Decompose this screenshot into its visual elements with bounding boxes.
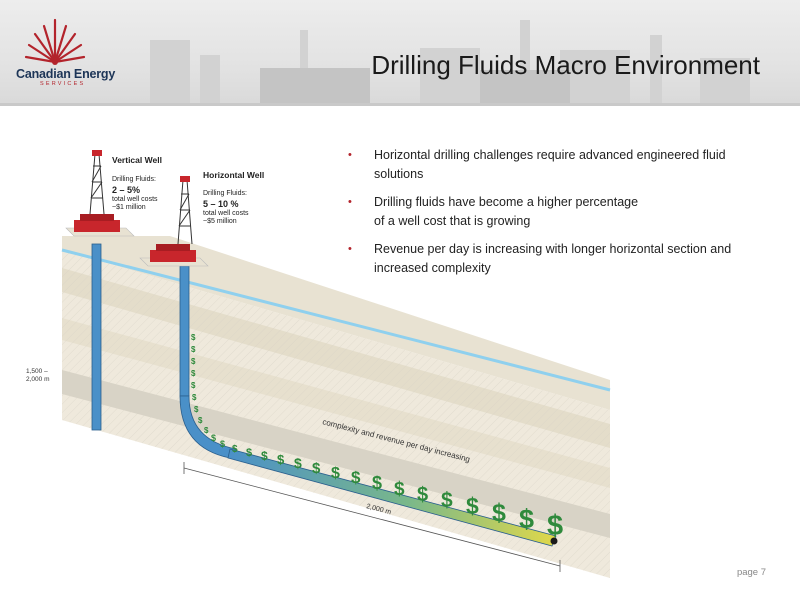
horizontal-well-vertical-pipe [179,265,190,397]
dollar-sign: $ [492,499,506,527]
refinery-skyline-background [150,20,750,103]
dollar-sign: $ [246,447,252,459]
dollar-sign: $ [519,504,534,534]
dollar-sign: $ [191,345,196,354]
horizontal-well-fluids-label: Drilling Fluids: [203,190,247,197]
dollar-sign: $ [417,484,428,506]
bullet-item: • Revenue per day is increasing with lon… [344,240,764,278]
dollar-sign: $ [261,449,268,463]
dollar-sign: $ [277,452,285,467]
bullet-text-line: solutions [374,167,424,181]
dollar-sign: $ [372,473,382,493]
dollar-sign: $ [312,460,321,477]
bullet-item: • Drilling fluids have become a higher p… [344,193,764,231]
bullet-item: • Horizontal drilling challenges require… [344,146,764,184]
company-subtitle: SERVICES [40,81,86,87]
bullet-text-line: Horizontal drilling challenges require a… [374,148,726,162]
horizontal-well-heading: Horizontal Well [203,170,265,180]
dollar-sign: $ [191,369,196,378]
vertical-well-fluids-pct: 2 – 5% [112,185,141,195]
depth-label-line-1: 1,500 – [26,368,48,375]
dollar-sign: $ [211,433,216,443]
horizontal-well-fluids-pct: 5 – 10 % [203,199,239,209]
dollar-sign: $ [192,393,197,402]
dollar-sign: $ [194,405,199,414]
well-diagram: $ $ $ $ $ $ $ $ $ $ $ $ $ $ $ $ $ $ $ $ … [0,118,620,578]
dollar-sign: $ [331,465,340,482]
vertical-drilling-rig [65,150,135,237]
dollar-sign: $ [191,381,196,390]
lateral-end-cap [550,537,558,545]
bullet-text-line: Revenue per day is increasing with longe… [374,242,732,256]
bullet-text-line: Drilling fluids have become a higher per… [374,195,639,209]
dollar-sign: $ [232,444,238,455]
bullet-marker: • [348,149,352,161]
header-band [0,0,800,106]
dollar-sign: $ [191,333,196,342]
water-table-line [61,248,611,392]
vertical-well-cost-value: ~$1 million [112,204,146,211]
bullet-text-line: of a well cost that is growing [374,214,531,228]
dollar-sign: $ [204,426,209,435]
horizontal-well-cost-label: total well costs [203,210,249,217]
depth-label-line-2: 2,000 m [26,375,50,383]
lateral-length-dimension [183,462,561,572]
page-number: page 7 [736,567,766,578]
slide-title: Drilling Fluids Macro Environment [371,50,760,80]
horizontal-well-lateral [227,448,557,547]
spark-burst-logo-icon [24,18,86,65]
vertical-well-heading: Vertical Well [112,155,162,165]
bullet-marker: • [348,196,352,208]
dollar-sign: $ [441,489,453,512]
header-divider [0,103,800,106]
company-name: Canadian Energy [16,67,116,81]
well-cross-section: $ $ $ $ $ $ $ $ $ $ $ $ $ $ $ $ $ $ $ $ … [61,150,611,578]
horizontal-drilling-rig [139,176,209,267]
horizontal-well-cost-value: ~$5 million [203,218,237,225]
dollar-sign: $ [294,455,302,471]
dollar-sign: $ [220,439,225,449]
bullet-marker: • [348,243,352,255]
strata-band-hatch [62,250,610,578]
dollar-sign: $ [394,479,405,500]
dollar-sign: $ [547,510,563,542]
dollar-sign: $ [351,468,361,487]
vertical-well-fluids-label: Drilling Fluids: [112,176,156,183]
ground-surface [62,236,610,410]
vertical-well-cost-label: total well costs [112,196,158,203]
vertical-well-pipe [91,243,102,431]
dollar-sign: $ [466,493,479,519]
dollar-sign: $ [191,357,196,366]
revenue-dollar-signs: $ $ $ $ $ $ $ $ $ $ $ $ $ $ $ $ $ $ $ $ … [191,333,563,542]
dollar-sign: $ [198,416,203,425]
bullet-list: • Horizontal drilling challenges require… [344,146,764,287]
depth-label: 1,500 – 2,000 m [26,368,50,384]
bullet-text-line: increased complexity [374,261,491,275]
